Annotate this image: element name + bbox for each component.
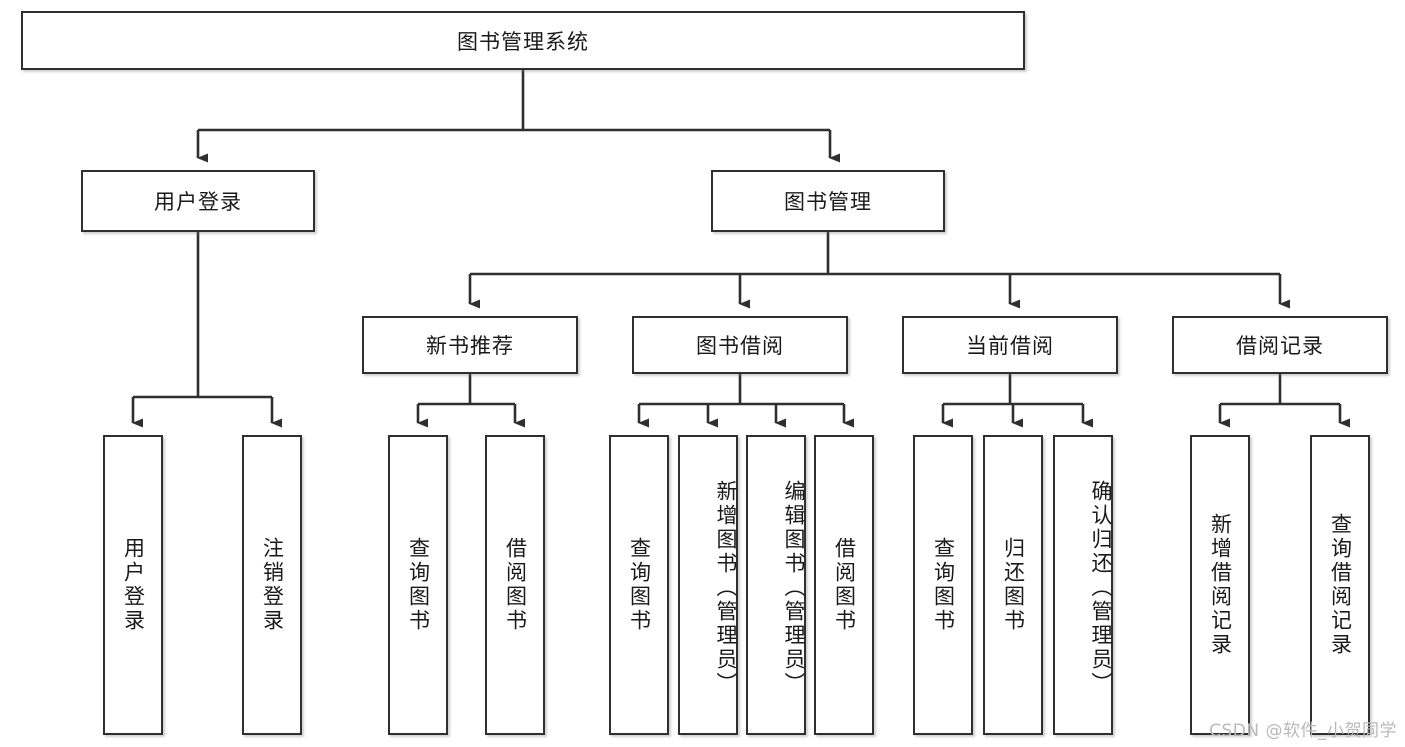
node-leaf-add-record[interactable]: 新增借阅记录: [1190, 435, 1250, 735]
node-leaf-confirm-return[interactable]: 确认归还（管理员）: [1053, 435, 1113, 735]
node-leaf-add-book-label: 新增图书（管理员）: [714, 480, 738, 696]
node-book-borrow-label: 图书借阅: [696, 334, 784, 358]
node-leaf-borrow-book-rec[interactable]: 借阅图书: [485, 435, 545, 735]
node-root[interactable]: 图书管理系统: [21, 11, 1025, 70]
node-leaf-user-login[interactable]: 用户登录: [103, 435, 163, 735]
node-new-book-rec[interactable]: 新书推荐: [362, 316, 578, 374]
node-leaf-query-book-rec-label: 查询图书: [406, 537, 431, 633]
node-leaf-return-book[interactable]: 归还图书: [983, 435, 1043, 735]
node-borrow-record-label: 借阅记录: [1236, 334, 1324, 358]
node-leaf-edit-book[interactable]: 编辑图书（管理员）: [746, 435, 806, 735]
node-new-book-rec-label: 新书推荐: [426, 334, 514, 358]
watermark-text: CSDN @软件_小贺同学: [1209, 721, 1397, 741]
node-leaf-query-book-cur-label: 查询图书: [931, 537, 956, 633]
node-leaf-query-record-label: 查询借阅记录: [1328, 513, 1353, 657]
node-leaf-borrow-book[interactable]: 借阅图书: [814, 435, 874, 735]
node-leaf-user-logout-label: 注销登录: [260, 537, 285, 633]
node-leaf-borrow-book-rec-label: 借阅图书: [503, 537, 528, 633]
node-leaf-add-book[interactable]: 新增图书（管理员）: [678, 435, 738, 735]
node-leaf-confirm-return-label: 确认归还（管理员）: [1089, 480, 1113, 696]
node-book-manage-label: 图书管理: [784, 190, 872, 214]
node-leaf-query-book-rec[interactable]: 查询图书: [388, 435, 448, 735]
node-root-label: 图书管理系统: [457, 29, 589, 54]
node-leaf-edit-book-label: 编辑图书（管理员）: [782, 480, 806, 696]
node-leaf-query-book-cur[interactable]: 查询图书: [913, 435, 973, 735]
node-book-manage[interactable]: 图书管理: [711, 170, 945, 232]
node-leaf-query-book-label: 查询图书: [627, 537, 652, 633]
node-current-borrow-label: 当前借阅: [966, 334, 1054, 358]
node-leaf-user-logout[interactable]: 注销登录: [242, 435, 302, 735]
node-current-borrow[interactable]: 当前借阅: [902, 316, 1118, 374]
node-leaf-add-record-label: 新增借阅记录: [1208, 513, 1233, 657]
node-leaf-query-book[interactable]: 查询图书: [609, 435, 669, 735]
node-user-login-label: 用户登录: [154, 190, 242, 214]
node-user-login[interactable]: 用户登录: [81, 170, 315, 232]
node-leaf-user-login-label: 用户登录: [121, 537, 146, 633]
node-leaf-return-book-label: 归还图书: [1001, 537, 1026, 633]
node-borrow-record[interactable]: 借阅记录: [1172, 316, 1388, 374]
node-book-borrow[interactable]: 图书借阅: [632, 316, 848, 374]
node-leaf-query-record[interactable]: 查询借阅记录: [1310, 435, 1370, 735]
node-leaf-borrow-book-label: 借阅图书: [832, 537, 857, 633]
